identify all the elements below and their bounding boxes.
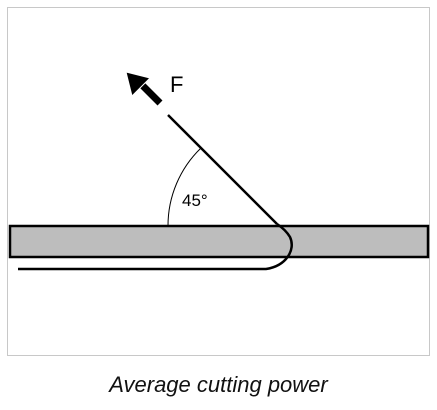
figure-caption: Average cutting power xyxy=(109,372,328,397)
peeled-film-arm xyxy=(167,114,278,225)
force-arrow-icon xyxy=(125,71,164,107)
angle-arc xyxy=(167,147,202,227)
figure-frame xyxy=(7,7,430,356)
angle-label: 45° xyxy=(182,191,208,210)
substrate-strip xyxy=(8,224,430,259)
force-label: F xyxy=(170,72,183,97)
peeled-film-lower xyxy=(18,222,293,271)
